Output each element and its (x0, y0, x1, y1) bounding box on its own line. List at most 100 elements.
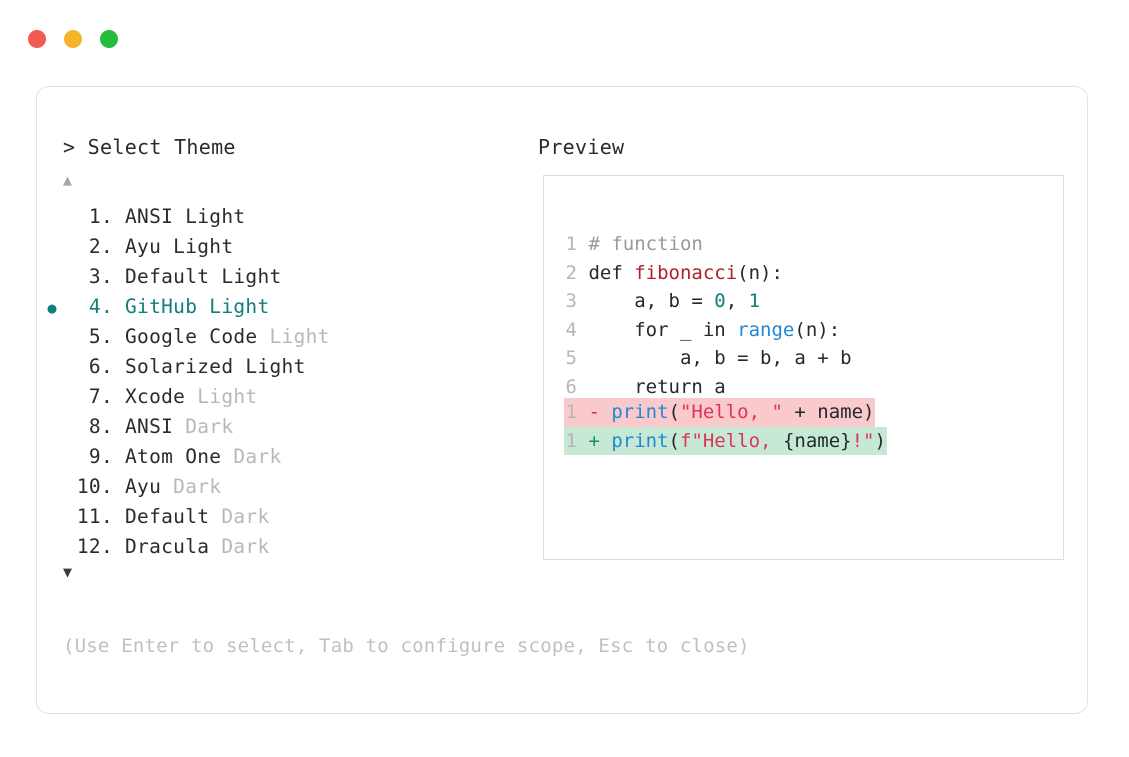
theme-index: 11. (76, 505, 113, 528)
theme-selector-card: > Select Theme Preview ▲ ● 1. ANSI Light ● 2… (36, 86, 1088, 714)
line-number: 1 (565, 401, 577, 423)
theme-index: 2. (88, 235, 113, 258)
maximize-dot[interactable] (100, 30, 118, 48)
diff-line-wrapper: 1 - print("Hello, " + name) (564, 398, 887, 427)
theme-variant: Dark (173, 475, 222, 498)
keyboard-hint: (Use Enter to select, Tab to configure s… (63, 635, 750, 657)
diff-line-removed: 1 - print("Hello, " + name) (564, 398, 876, 427)
bullet-placeholder: ● (37, 473, 67, 503)
theme-name: Atom One (125, 445, 234, 468)
bullet-placeholder: ● (37, 383, 67, 413)
line-number: 5 (565, 347, 577, 369)
diff-block: 1 - print("Hello, " + name)1 + print(f"H… (564, 398, 887, 455)
theme-name: Default (125, 505, 222, 528)
gutter-gap (577, 233, 588, 255)
theme-index: 10. (76, 475, 113, 498)
code-token: for _ in (588, 318, 738, 341)
theme-name: Xcode (125, 385, 198, 408)
bullet-placeholder: ● (37, 263, 67, 293)
code-line: 2 def fibonacci(n): (564, 259, 852, 288)
theme-list-item[interactable]: ●8.ANSI Dark (37, 413, 517, 443)
code-token: (n): (737, 261, 783, 284)
theme-index: 5. (88, 325, 113, 348)
code-token: 0 (714, 290, 726, 312)
gutter-gap (577, 347, 588, 369)
theme-index: 8. (88, 415, 113, 438)
theme-list-item[interactable]: ● 2. Ayu Light (37, 233, 517, 263)
theme-list-item[interactable]: ●1.ANSI Light (37, 203, 517, 233)
gutter-gap (577, 376, 588, 398)
bullet-placeholder: ● (37, 203, 67, 233)
code-line: 4 for _ in range(n): (564, 316, 852, 345)
code-token: 1 (748, 290, 761, 312)
close-dot[interactable] (28, 30, 46, 48)
theme-name: GitHub (125, 295, 210, 318)
code-line: 3 a, b = 0, 1 (564, 287, 852, 316)
code-token: a, b = (588, 290, 715, 312)
code-token: fibonacci (634, 261, 738, 284)
code-token: range (737, 318, 795, 341)
theme-index: 3. (88, 265, 113, 288)
theme-name: Default (125, 265, 222, 288)
theme-variant: Dark (233, 445, 282, 468)
code-token: ) (874, 429, 886, 452)
theme-index: 12. (76, 535, 113, 558)
window-titlebar (28, 30, 118, 48)
theme-list-item[interactable]: ●9.Atom One Dark (37, 443, 517, 473)
theme-index: 6. (88, 355, 113, 378)
scroll-down-arrow[interactable]: ▼ (63, 563, 73, 581)
bullet-placeholder: ● (37, 443, 67, 473)
gutter-gap (577, 262, 588, 284)
preview-header: Preview (538, 135, 625, 159)
code-line: 5 a, b = b, a + b (564, 344, 852, 373)
code-line: 6 return a (564, 373, 852, 402)
code-token: def (588, 261, 635, 284)
code-token: {name} (782, 429, 852, 452)
theme-index: 7. (88, 385, 113, 408)
bullet-placeholder: ● (37, 533, 67, 563)
line-number: 2 (565, 261, 577, 284)
code-token: print (611, 429, 669, 452)
theme-list-item[interactable]: ●4.GitHub Light (37, 293, 517, 323)
theme-name: Dracula (125, 535, 222, 558)
code-token: , (725, 290, 749, 312)
theme-list-item[interactable]: ●5.Google Code Light (37, 323, 517, 353)
theme-name: Ayu (125, 475, 174, 498)
theme-list-item[interactable]: ●11.Default Dark (37, 503, 517, 533)
theme-list-item[interactable]: ●7.Xcode Light (37, 383, 517, 413)
bullet-placeholder: ● (37, 353, 67, 383)
gutter-gap (577, 290, 588, 312)
theme-name: Solarized (125, 355, 246, 378)
selected-bullet-icon: ● (47, 299, 57, 317)
theme-name: ANSI (125, 415, 186, 438)
diff-plus-sign: + (577, 429, 612, 452)
scroll-up-arrow[interactable]: ▲ (63, 171, 73, 189)
code-token: # function (588, 233, 703, 255)
theme-list-item[interactable]: ● 10. Ayu Dark (37, 473, 517, 503)
code-token: ( (668, 429, 680, 452)
theme-name: Ayu (125, 235, 174, 258)
theme-variant: Light (245, 355, 306, 378)
code-token: return a (588, 375, 726, 398)
theme-index: 1. (88, 205, 113, 228)
select-theme-prompt: > Select Theme (63, 135, 236, 159)
code-line: 1 # function (564, 230, 852, 259)
line-number: 1 (565, 233, 577, 255)
theme-variant: Dark (185, 415, 234, 438)
theme-list-item[interactable]: ●12.Dracula Dark (37, 533, 517, 563)
theme-name: Google Code (125, 325, 270, 348)
theme-name: ANSI (125, 205, 186, 228)
bullet-placeholder: ● (37, 233, 67, 263)
code-token: !" (851, 429, 875, 452)
line-number: 3 (565, 290, 577, 312)
theme-list-item[interactable]: ● 6. Solarized Light (37, 353, 517, 383)
theme-list[interactable]: ●1.ANSI Light●2.Ayu Light●3.Default Ligh… (37, 203, 517, 563)
minimize-dot[interactable] (64, 30, 82, 48)
code-token: print (611, 401, 669, 423)
bullet-placeholder: ● (37, 323, 67, 353)
theme-variant: Light (173, 235, 234, 258)
theme-list-item[interactable]: ●3.Default Light (37, 263, 517, 293)
